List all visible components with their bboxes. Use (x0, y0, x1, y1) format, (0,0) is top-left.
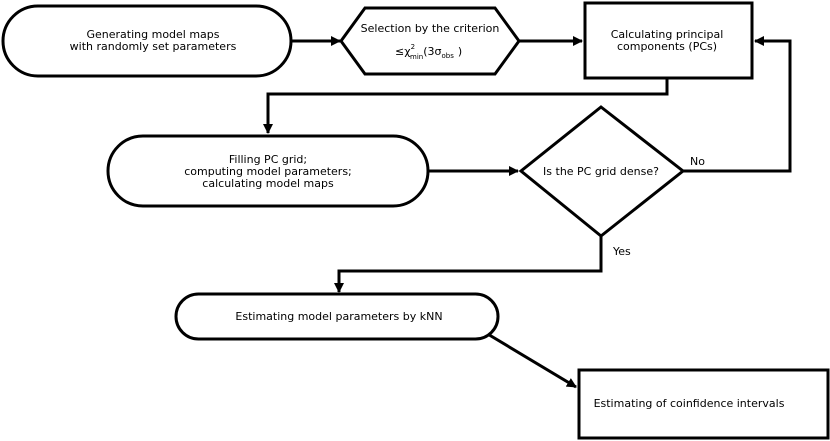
node-knn-text: Estimating model parameters by kNN (235, 310, 442, 323)
edge-knn-to-ci (485, 331, 577, 389)
edge-pca-to-fill (263, 79, 669, 134)
edge-label-no: No (690, 155, 705, 168)
node-grid-dense-decision: Is the PC grid dense? (518, 105, 686, 238)
node-fill-line1: Filling PC grid; (229, 153, 307, 166)
node-confidence-intervals: Estimating of coinfidence intervals (577, 368, 830, 440)
node-fill-line2: computing model parameters; (184, 165, 352, 178)
node-pcs-line1: Calculating principal (611, 28, 724, 41)
edge-decision-no-to-pca (683, 36, 792, 173)
node-pcs-line2: components (PCs) (617, 40, 717, 53)
edge-label-yes: Yes (612, 245, 631, 258)
node-generate-maps-line1: Generating model maps (86, 28, 219, 41)
node-generate-maps-line2: with randomly set parameters (70, 40, 237, 53)
node-generate-maps: Generating model maps with randomly set … (1, 4, 293, 78)
node-estimating-knn: Estimating model parameters by kNN (174, 292, 500, 341)
node-selection-line1: Selection by the criterion (361, 22, 500, 35)
edge-decision-yes-to-knn (334, 236, 603, 293)
node-fill-line3: calculating model maps (202, 177, 334, 190)
node-decision-text: Is the PC grid dense? (543, 165, 659, 178)
node-ci-text: Estimating of coinfidence intervals (594, 397, 785, 410)
node-filling-pc-grid: Filling PC grid; computing model paramet… (106, 134, 430, 208)
node-calculating-pcs: Calculating principal components (PCs) (583, 1, 754, 80)
